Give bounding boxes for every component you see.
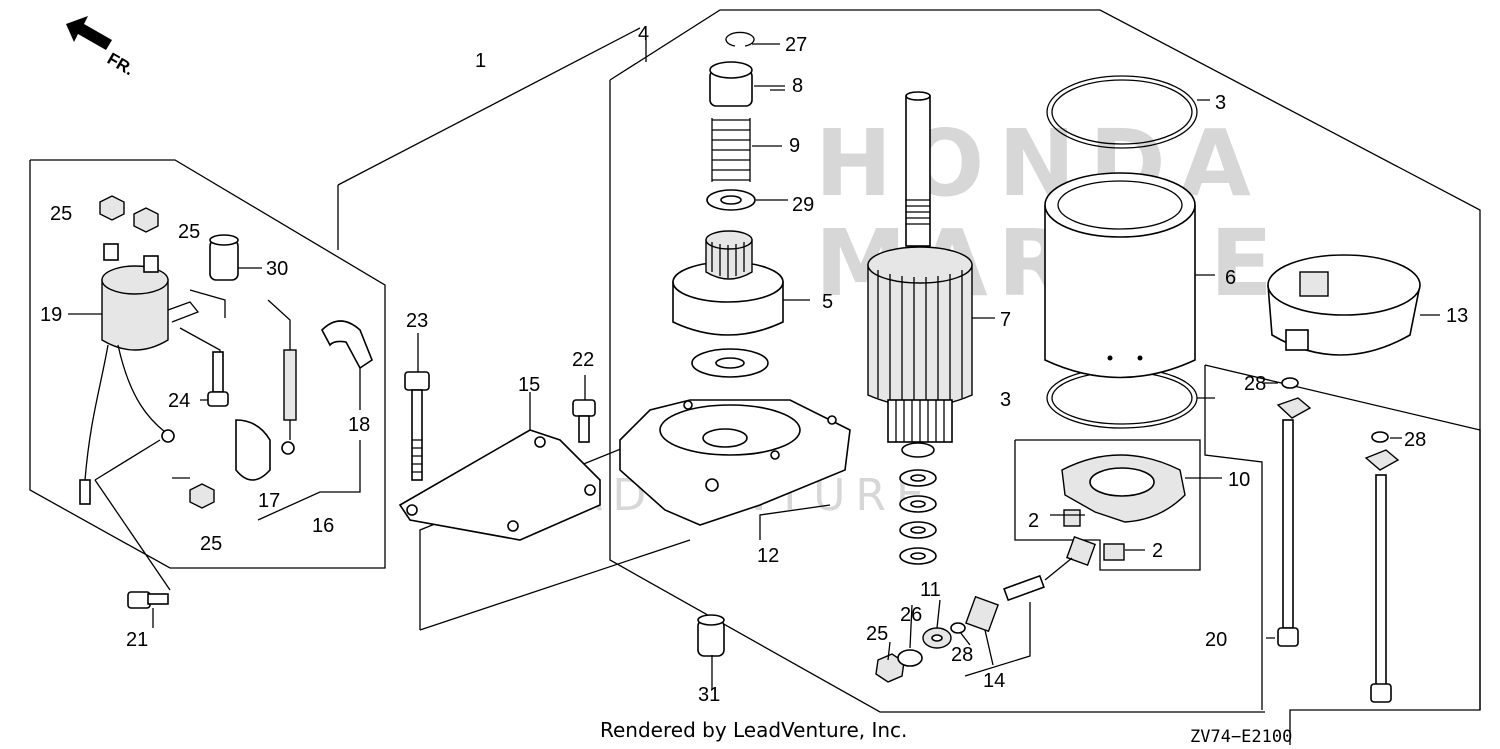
callout-25-c: 25 [200, 533, 222, 555]
callout-13: 13 [1446, 305, 1468, 327]
group-outlines [29, 9, 1481, 745]
thrust-washer-part [706, 189, 756, 211]
bolt-part [404, 371, 430, 481]
callout-28-b: 28 [1244, 373, 1266, 395]
nut-part [99, 195, 215, 509]
terminal-bolt-part [965, 536, 1096, 633]
callout-11: 11 [920, 579, 941, 601]
callout-25-a: 25 [50, 203, 72, 225]
through-bolt-washer-part [1276, 377, 1400, 471]
callout-31: 31 [698, 684, 720, 706]
spring-part [711, 118, 751, 182]
leader-lines [68, 40, 1440, 690]
armature-part [867, 91, 973, 443]
callout-24: 24 [168, 390, 190, 412]
callout-17: 17 [258, 490, 280, 512]
callout-1: 1 [475, 50, 486, 72]
callout-25-b: 25 [178, 221, 200, 243]
callout-28-a: 28 [951, 644, 973, 666]
o-ring-part [1046, 75, 1198, 149]
parts [79, 31, 1421, 703]
callout-8: 8 [792, 75, 803, 97]
ground-bolt-part [127, 591, 169, 609]
callout-2-upper: 2 [1028, 510, 1039, 532]
rear-cover-part [1267, 254, 1421, 356]
watermark: HONDA MARINE LEADVENTURE [500, 110, 1273, 521]
callout-4: 4 [638, 23, 649, 45]
solenoid-part [79, 243, 200, 505]
footer-credit: Rendered by LeadVenture, Inc. [600, 718, 908, 742]
callout-20: 20 [1205, 629, 1227, 651]
callout-10: 10 [1228, 469, 1250, 491]
callout-12: 12 [757, 545, 779, 567]
washer-part [691, 348, 769, 378]
callout-16: 16 [312, 515, 334, 537]
boot-part [235, 419, 271, 481]
callout-3-upper: 3 [1215, 92, 1226, 114]
callouts: 1 2 2 3 3 4 5 6 7 8 9 10 11 12 13 14 15 … [40, 23, 1468, 706]
cable-part [267, 299, 297, 455]
callout-19: 19 [40, 304, 62, 326]
callout-28-c: 28 [1404, 429, 1426, 451]
callout-18: 18 [348, 414, 370, 436]
callout-9: 9 [789, 135, 800, 157]
callout-6: 6 [1225, 267, 1236, 289]
callout-5: 5 [822, 291, 833, 313]
through-bolt-part [1277, 419, 1392, 703]
callout-30: 30 [266, 258, 288, 280]
watermark-brand-line1: HONDA [815, 110, 1265, 217]
yoke-part [1044, 172, 1196, 379]
washer-stack-part [899, 442, 937, 565]
terminal-cap-part [209, 234, 239, 281]
stop-collar-part [709, 61, 753, 107]
direction-arrow-icon [66, 16, 112, 50]
callout-23: 23 [406, 310, 428, 332]
callout-14: 14 [983, 670, 1005, 692]
callout-22: 22 [572, 349, 594, 371]
small-bolt-part [572, 399, 596, 443]
pinion-clutch-part [672, 230, 784, 336]
brush-part [1063, 509, 1125, 561]
callout-29: 29 [792, 194, 814, 216]
brush-holder-part [1061, 454, 1186, 523]
callout-2-lower: 2 [1152, 540, 1163, 562]
solenoid-bolt-part [207, 351, 229, 407]
snap-ring-part [725, 31, 755, 47]
callout-3-lower: 3 [1000, 389, 1011, 411]
rubber-cap-part [697, 614, 725, 657]
callout-25-d: 25 [866, 623, 888, 645]
elbow-boot-part [321, 320, 373, 370]
callout-21: 21 [126, 629, 148, 651]
callout-27: 27 [785, 34, 807, 56]
front-housing-part [619, 399, 851, 526]
diagram-code: ZV74−E2100 [1190, 727, 1293, 747]
gasket-part [398, 429, 601, 541]
callout-15: 15 [518, 374, 540, 396]
front-direction-indicator: FR. [66, 16, 137, 79]
callout-26: 26 [900, 604, 922, 626]
terminal-nut-part [875, 622, 966, 683]
direction-label: FR. [104, 49, 137, 79]
callout-7: 7 [1000, 309, 1011, 331]
